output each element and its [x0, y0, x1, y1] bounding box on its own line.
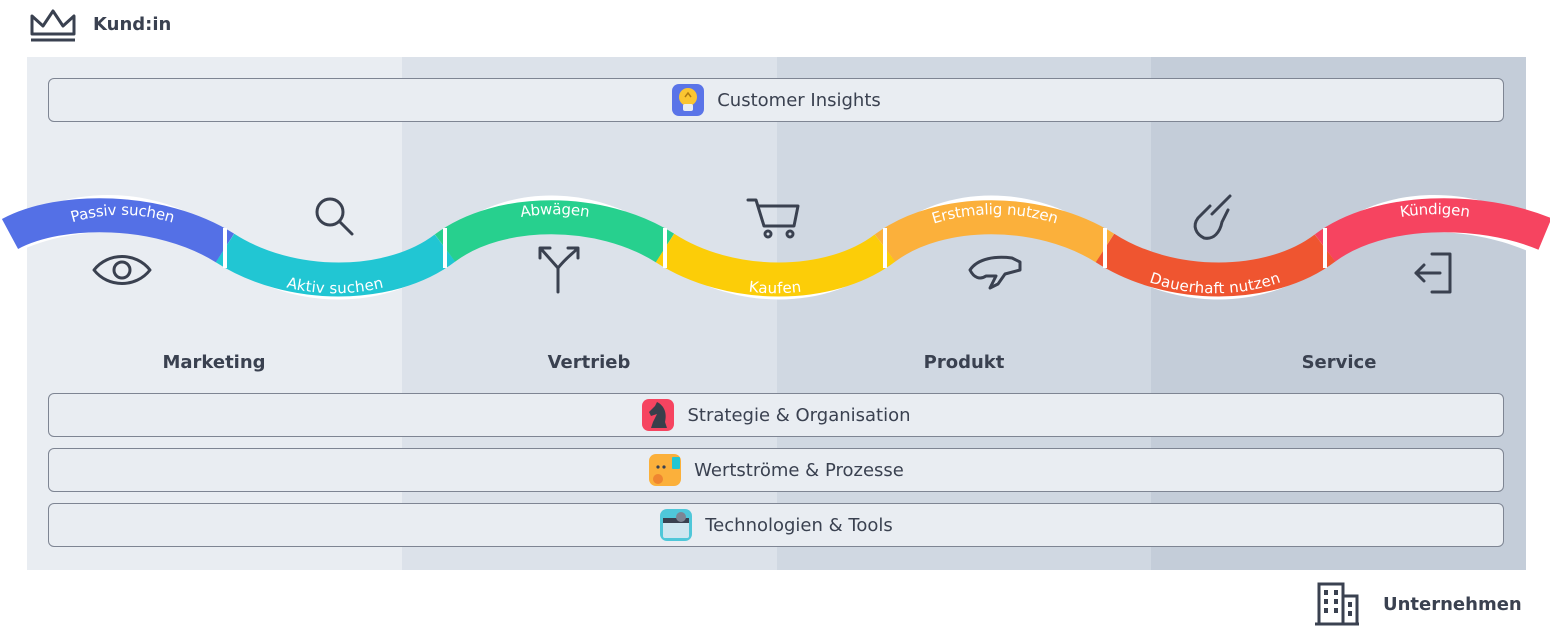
stage-label-aktiv-suchen: Aktiv suchen: [285, 274, 385, 298]
customer-label: Kund:in: [93, 14, 172, 35]
strategy-organisation-bar[interactable]: Strategie & Organisation: [48, 393, 1504, 437]
technologies-tools-label: Technologien & Tools: [705, 514, 893, 536]
building-icon: [1315, 582, 1359, 626]
company-label: Unternehmen: [1383, 594, 1522, 615]
svg-text:Kündigen: Kündigen: [1399, 200, 1471, 221]
stage-arc-erstmalig-nutzen: [885, 217, 1105, 248]
crown-icon: [30, 9, 76, 42]
stage-arc-aktiv-suchen: [225, 248, 445, 280]
stage-arc-abwaegen: [445, 217, 665, 248]
shopping-cart-icon: [746, 198, 800, 239]
customer-insights-bar[interactable]: Customer Insights: [48, 78, 1504, 122]
svg-text:Aktiv suchen: Aktiv suchen: [285, 274, 385, 298]
strategy-organisation-label: Strategie & Organisation: [687, 404, 911, 426]
stage-label-abwaegen: Abwägen: [519, 200, 591, 221]
value-streams-processes-label: Wertströme & Prozesse: [694, 459, 904, 481]
customer-insights-label: Customer Insights: [717, 89, 881, 111]
department-service: Service: [1301, 352, 1377, 373]
exit-icon: [1414, 252, 1452, 294]
department-produkt: Produkt: [923, 352, 1005, 373]
tools-icon: [660, 509, 693, 541]
lightbulb-icon: [672, 84, 705, 116]
process-icon: [649, 454, 682, 486]
department-marketing: Marketing: [162, 352, 266, 373]
stage-arc-kaufen: [665, 248, 885, 280]
stage-label-kaufen: Kaufen: [748, 278, 802, 298]
split-arrow-icon: [538, 246, 580, 294]
svg-text:Kaufen: Kaufen: [748, 278, 802, 298]
magnifier-icon: [315, 197, 354, 236]
stage-arc-passiv-suchen: [10, 215, 225, 248]
chess-knight-icon: [642, 399, 675, 431]
hand-icon: [968, 255, 1022, 290]
pointing-hand-icon: [1193, 194, 1232, 240]
eye-icon: [92, 255, 152, 285]
stage-arc-dauerhaft-nutzen: [1105, 248, 1325, 280]
svg-text:Abwägen: Abwägen: [519, 200, 591, 221]
stage-label-kuendigen: Kündigen: [1399, 200, 1471, 221]
value-streams-processes-bar[interactable]: Wertströme & Prozesse: [48, 448, 1504, 492]
technologies-tools-bar[interactable]: Technologien & Tools: [48, 503, 1504, 547]
department-vertrieb: Vertrieb: [547, 352, 631, 373]
